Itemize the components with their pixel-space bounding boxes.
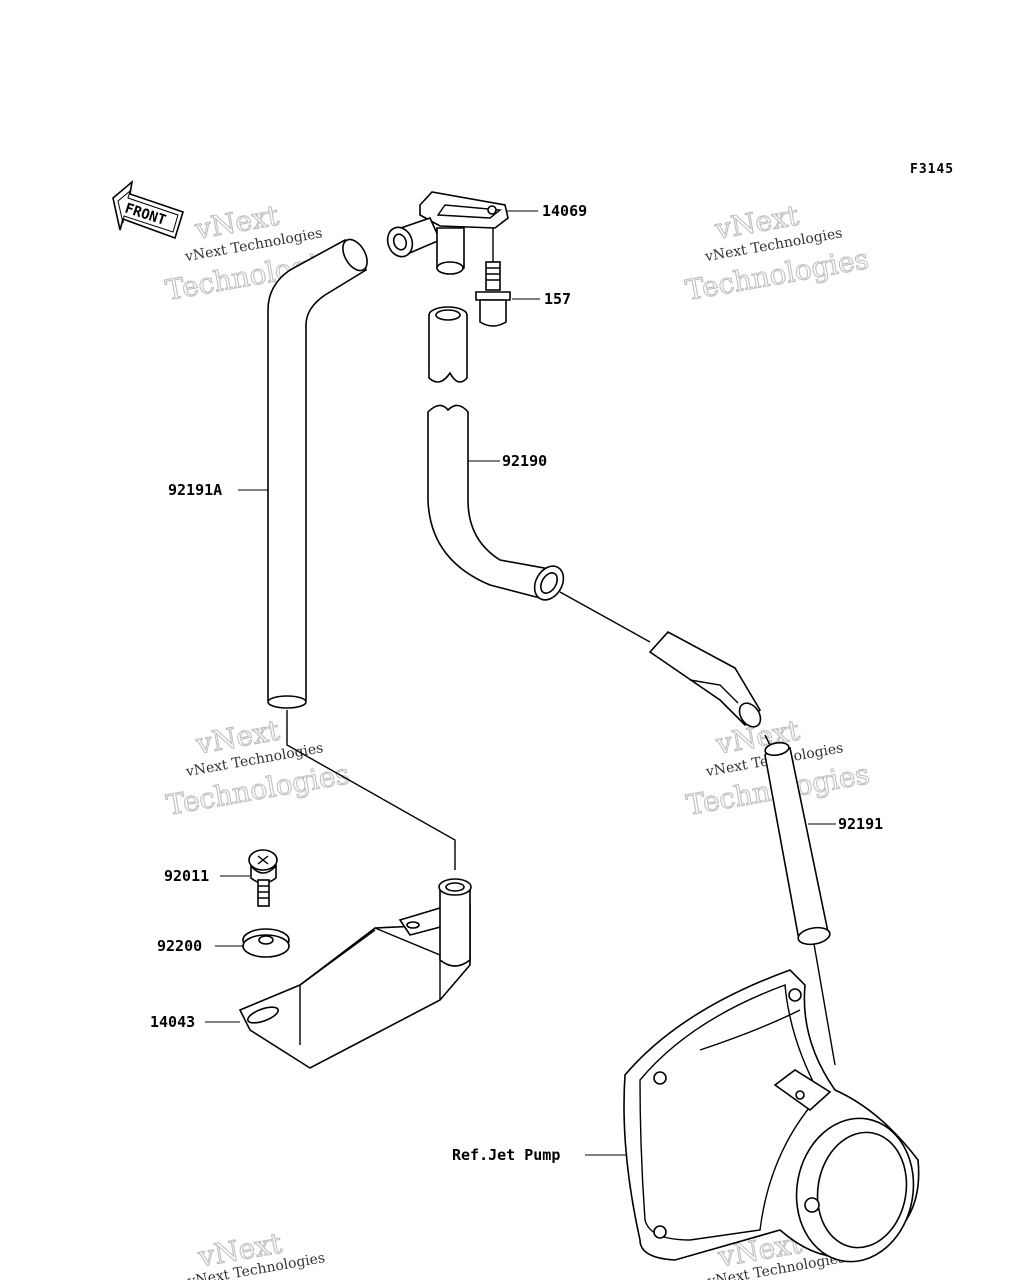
connector-hose	[648, 630, 776, 756]
watermark: vNext vNext Technologies	[186, 1226, 327, 1280]
label-14043: 14043	[150, 1013, 195, 1031]
label-92191a: 92191A	[168, 481, 222, 499]
label-157: 157	[544, 290, 571, 308]
hose-92190	[427, 404, 651, 643]
short-hose-piece	[428, 306, 468, 383]
screw-92011	[248, 849, 278, 907]
figure-code: F3145	[910, 162, 954, 177]
jet-pump-housing	[623, 969, 920, 1263]
bolt-157	[475, 228, 511, 327]
leader-lines	[205, 210, 836, 1156]
bracket-14043	[238, 878, 472, 1069]
hose-92191a	[267, 238, 456, 870]
label-92200: 92200	[157, 937, 202, 955]
washer-92200	[242, 928, 290, 958]
fitting-14069	[386, 191, 509, 275]
watermark: vNext Technologies vNext Technologies	[682, 198, 871, 307]
hose-92191	[764, 741, 836, 1066]
watermark: vNext Technologies vNext Technologies	[163, 713, 352, 822]
label-14069: 14069	[542, 202, 587, 220]
front-arrow-icon: FRONT	[112, 179, 184, 240]
label-92011: 92011	[164, 867, 209, 885]
label-ref-jet-pump: Ref.Jet Pump	[452, 1146, 560, 1164]
label-92191: 92191	[838, 815, 883, 833]
label-92190: 92190	[502, 452, 547, 470]
